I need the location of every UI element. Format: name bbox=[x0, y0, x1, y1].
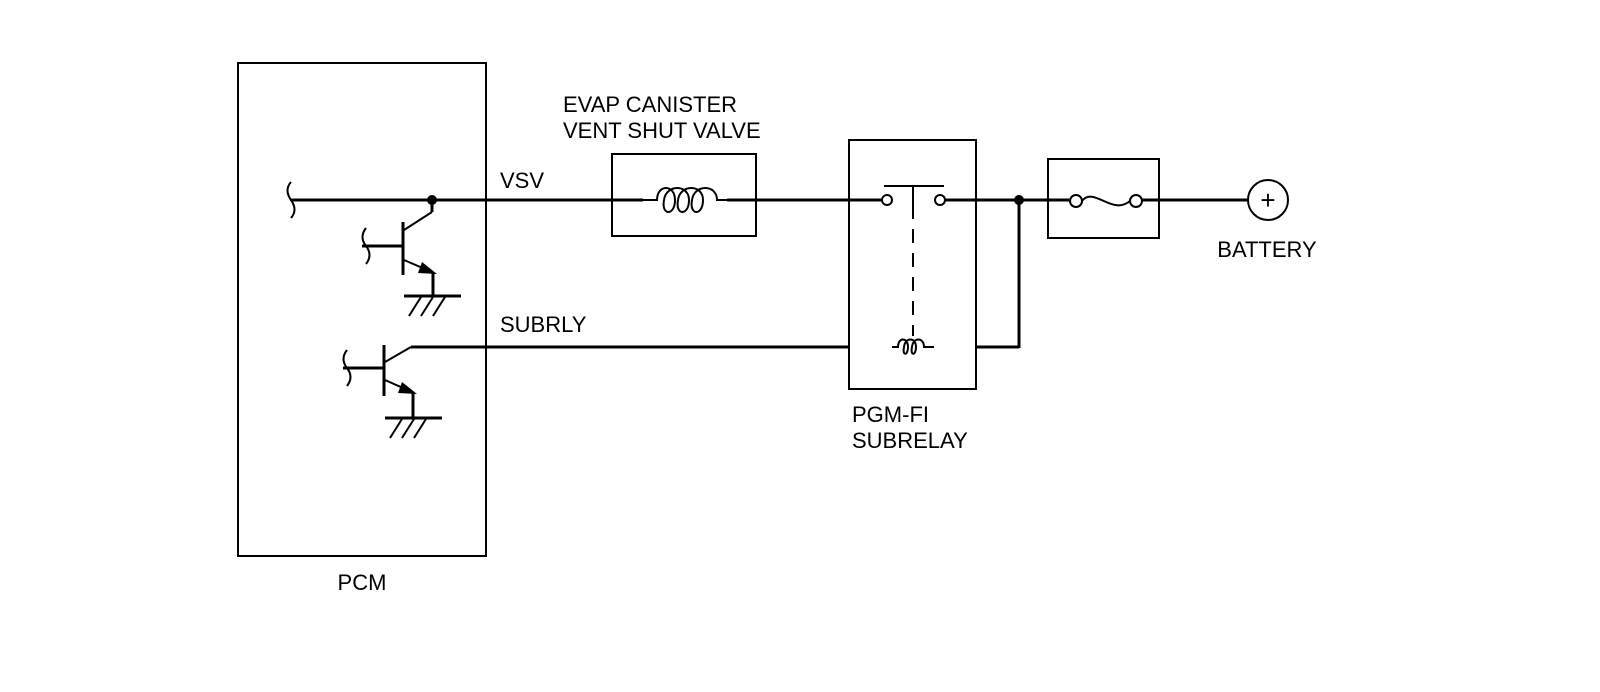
fuse-icon bbox=[1081, 195, 1131, 207]
battery-positive-icon bbox=[1247, 179, 1289, 221]
fuse bbox=[1047, 158, 1248, 239]
transistor2-emitter-arrow bbox=[398, 382, 417, 394]
pcm-label: PCM bbox=[338, 570, 387, 595]
ground-icon bbox=[385, 416, 442, 439]
evap-vent-shut-valve: EVAP CANISTER VENT SHUT VALVE bbox=[563, 92, 849, 237]
relay-contact-left bbox=[881, 194, 893, 206]
subrelay-label-line1: PGM-FI bbox=[852, 402, 929, 427]
battery-label: BATTERY bbox=[1217, 237, 1317, 262]
evap-valve-label-line2: VENT SHUT VALVE bbox=[563, 118, 761, 143]
vsv-driver-transistor bbox=[361, 200, 461, 317]
subrelay-driver-transistor bbox=[342, 345, 442, 439]
vsv-label: VSV bbox=[500, 168, 544, 193]
pgm-fi-subrelay: PGM-FI SUBRELAY bbox=[848, 139, 1048, 453]
transistor1-collector bbox=[403, 211, 433, 231]
vsv-wire: VSV bbox=[286, 168, 612, 219]
evap-valve-label-line1: EVAP CANISTER bbox=[563, 92, 737, 117]
transistor2-collector bbox=[384, 346, 412, 363]
transistor1-emitter-arrow bbox=[418, 262, 437, 274]
pcm-module: PCM bbox=[237, 62, 487, 595]
relay-coil-icon bbox=[892, 338, 934, 355]
transistor1-base-break bbox=[361, 227, 371, 265]
evap-valve-box bbox=[611, 153, 757, 237]
ground-icon bbox=[404, 294, 461, 317]
transistor2-base-break bbox=[342, 349, 352, 387]
subrly-label: SUBRLY bbox=[500, 312, 587, 337]
subrelay-label-line2: SUBRELAY bbox=[852, 428, 968, 453]
coil-feed-wire bbox=[1014, 195, 1024, 348]
pcm-box bbox=[237, 62, 487, 557]
battery: + BATTERY bbox=[1217, 179, 1317, 262]
battery-plus-symbol: + bbox=[1260, 185, 1275, 215]
coil-icon bbox=[643, 187, 727, 213]
